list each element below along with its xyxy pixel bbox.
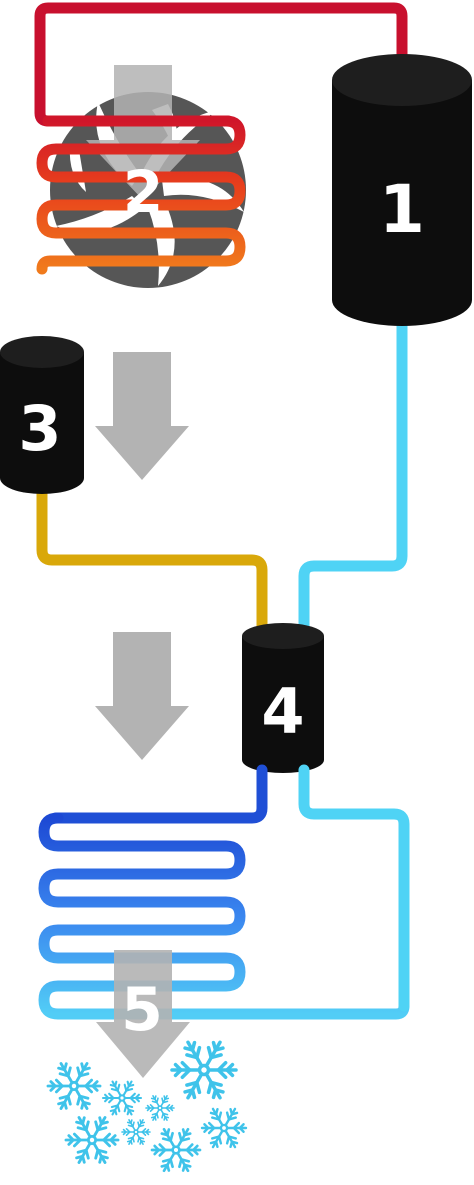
snowflake-icon xyxy=(150,1127,202,1173)
receiver: 3 xyxy=(0,336,84,494)
label-condenser: 2 xyxy=(123,158,163,226)
down-arrow-icon xyxy=(86,65,200,200)
condenser-coil xyxy=(36,115,246,275)
compressor: 1 xyxy=(332,54,472,326)
snowflake-icon xyxy=(121,1119,151,1145)
label-evaporator: 5 xyxy=(121,975,163,1045)
label-expansion-valve: 4 xyxy=(261,675,304,748)
down-arrow-icon xyxy=(96,950,190,1078)
snowflake-icon xyxy=(200,1107,248,1149)
down-arrow-icon xyxy=(95,352,189,480)
snowflake-icon xyxy=(101,1080,143,1116)
snowflake-icon xyxy=(145,1095,175,1121)
suction-line-upper xyxy=(298,312,408,642)
expansion-valve: 4 xyxy=(242,623,324,773)
hot-gas-line xyxy=(34,2,408,127)
evaporator-coil xyxy=(38,812,410,1020)
suction-line-lower xyxy=(298,764,410,1012)
snowflake-icon xyxy=(46,1062,102,1110)
cold-feed-line xyxy=(50,764,268,824)
snowflake-group xyxy=(46,1040,248,1173)
snowflake-icon xyxy=(64,1116,120,1164)
snowflake-icon xyxy=(170,1040,238,1100)
label-receiver: 3 xyxy=(18,392,61,465)
liquid-line-lower xyxy=(36,472,268,642)
label-compressor: 1 xyxy=(379,171,425,248)
down-arrow-icon xyxy=(95,632,189,760)
